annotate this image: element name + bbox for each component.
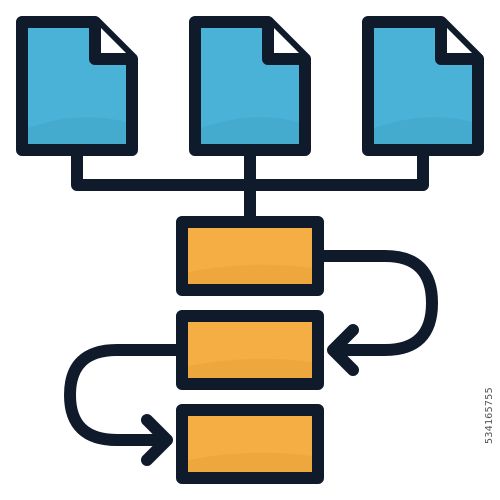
arrow-right-to-left-flow <box>312 250 438 376</box>
arrow-left-to-right-flow <box>64 344 188 466</box>
arrow-right-icon <box>141 414 173 466</box>
process-block <box>176 216 324 296</box>
watermark-id: 534165755 <box>484 387 495 444</box>
arrow-left-icon <box>327 324 359 376</box>
connector-right <box>244 144 429 191</box>
connector-left <box>71 144 256 191</box>
curve-path <box>312 250 438 356</box>
document-connectors <box>71 144 429 228</box>
document-icon <box>16 16 138 156</box>
document-icon <box>362 16 484 156</box>
curve-path <box>64 344 188 446</box>
process-block <box>176 404 324 484</box>
process-block <box>176 310 324 390</box>
document-icon <box>189 16 311 156</box>
